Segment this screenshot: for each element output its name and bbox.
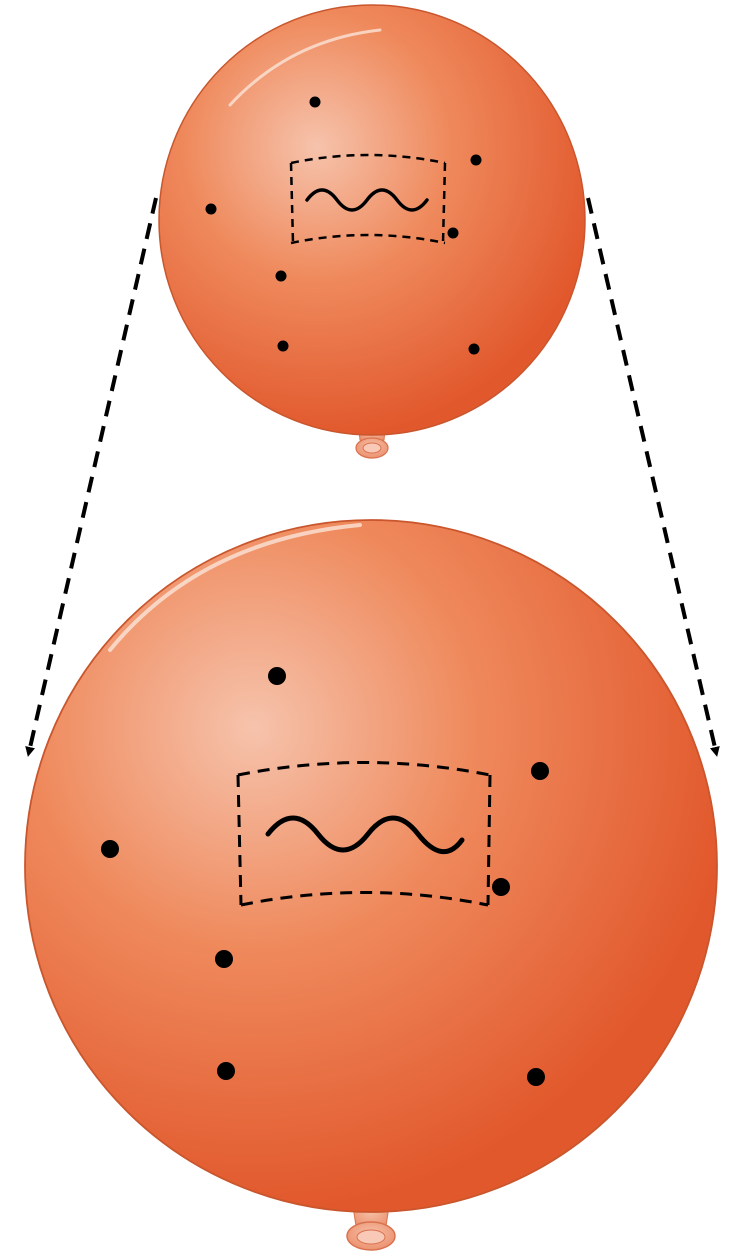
galaxy-dot [531,762,549,780]
large-balloon [25,520,717,1250]
small-balloon [159,5,585,458]
galaxy-dot [278,341,289,352]
galaxy-dot [310,97,321,108]
galaxy-dot [215,950,233,968]
galaxy-dot [471,155,482,166]
small-balloon-body [159,5,585,435]
galaxy-dot [206,204,217,215]
galaxy-dot [268,667,286,685]
galaxy-dot [217,1062,235,1080]
galaxy-dot [492,878,510,896]
galaxy-dot [469,344,480,355]
galaxy-dot [101,840,119,858]
large-balloon-body [25,520,717,1212]
galaxy-dot [448,228,459,239]
galaxy-dot [276,271,287,282]
galaxy-dot [527,1068,545,1086]
